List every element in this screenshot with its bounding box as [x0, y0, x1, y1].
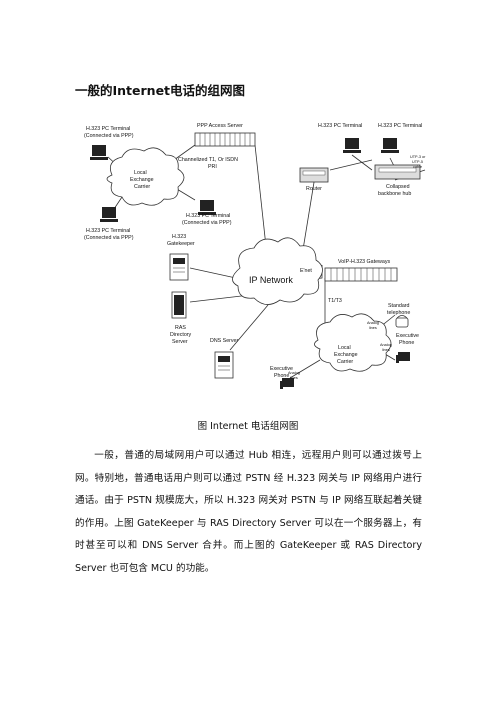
executive-phone-bottom: [280, 378, 294, 389]
label-standard-1: Standard: [388, 303, 410, 309]
link-line: [189, 294, 251, 303]
ras-server: [171, 291, 187, 319]
label-collapsed-1: Collapsed: [386, 184, 410, 190]
figure-caption: 图 Internet 电话组网图: [197, 421, 299, 432]
label-lec-top-1: Local: [134, 170, 147, 176]
dns-server: [214, 351, 234, 379]
pc-terminal-right-2: [381, 138, 399, 153]
lec-cloud-top: [106, 147, 185, 206]
label-router: Router: [306, 186, 322, 192]
pc-terminal-top-left: [90, 145, 108, 160]
label-ppp-server: PPP Access Server: [197, 123, 243, 129]
executive-phone-right: [396, 352, 410, 363]
page-title: 一般的Internet电话的组网图: [75, 83, 246, 98]
label-ras-3: Server: [172, 339, 188, 345]
label-voip: VoIP-H.323 Gateways: [338, 259, 390, 265]
lec-cloud-bottom: [314, 313, 392, 372]
label-h323-bl-2: (Connected via PPP): [84, 235, 134, 241]
label-analog-3b: lines: [290, 376, 298, 380]
link-line: [329, 159, 373, 171]
label-h323-r1: H.323 PC Terminal: [318, 123, 362, 129]
network-diagram: H.323 PC Terminal (Connected via PPP) PP…: [84, 123, 426, 389]
label-ip-network: IP Network: [249, 275, 293, 285]
label-utp-2: UTP-5: [412, 160, 423, 164]
label-t1t3: T1/T3: [328, 298, 342, 304]
pc-terminal-bottom-left: [100, 207, 118, 222]
label-enet: E'net: [300, 268, 312, 274]
label-h323-c-1: H.323 PC Terminal: [186, 213, 230, 219]
label-channelized-1: Channelized T1, Or ISDN: [178, 157, 238, 163]
label-analog-2a: Analog: [380, 343, 392, 347]
label-standard-2: telephone: [387, 310, 410, 316]
pc-terminal-center: [198, 200, 216, 215]
label-h323-r2: H.323 PC Terminal: [378, 123, 422, 129]
label-analog-1b: lines: [369, 326, 377, 330]
label-lec-bottom-1: Local: [338, 345, 351, 351]
label-lec-top-2: Exchange: [130, 177, 154, 183]
label-ras-1: RAS: [175, 325, 186, 331]
label-ras-2: Directory: [170, 332, 192, 338]
label-h323-bl-1: H.323 PC Terminal: [86, 228, 130, 234]
label-lec-top-3: Carrier: [134, 184, 150, 190]
label-utp-3: cable: [413, 165, 422, 169]
label-exec-bottom-1: Executive: [270, 366, 293, 372]
label-lec-bottom-3: Carrier: [337, 359, 353, 365]
label-lec-bottom-2: Exchange: [334, 352, 358, 358]
voip-gateway: [324, 267, 398, 282]
pc-terminal-right-1: [343, 138, 361, 153]
router: [299, 167, 329, 183]
label-channelized-2: PRI: [208, 164, 217, 170]
label-analog-3a: Analog: [288, 371, 300, 375]
link-line: [289, 359, 321, 379]
label-exec-right-2: Phone: [399, 340, 414, 346]
standard-telephone: [395, 315, 409, 328]
label-h323-c-2: (Connected via PPP): [182, 220, 232, 226]
ip-network-cloud: [232, 237, 323, 305]
body-paragraph: 一般，普通的局域网用户可以通过 Hub 相连，远程用户则可以通过拨号上网。特别地…: [75, 450, 422, 574]
backbone-hub: [374, 164, 421, 180]
label-dns: DNS Server: [210, 338, 238, 344]
link-line: [229, 304, 269, 351]
gatekeeper-server: [169, 253, 189, 281]
label-collapsed-2: backbone hub: [378, 191, 411, 197]
label-exec-right-1: Executive: [396, 333, 419, 339]
label-gatekeeper-2: Gatekeeper: [167, 241, 195, 247]
ppp-access-server: [194, 132, 256, 147]
label-utp-1: UTP-3 or: [410, 155, 426, 159]
label-h323-tl-1: H.323 PC Terminal: [86, 126, 130, 132]
label-analog-1a: Analog: [367, 321, 379, 325]
label-analog-2b: lines: [382, 348, 390, 352]
label-h323-tl-2: (Connected via PPP): [84, 133, 134, 139]
label-exec-bottom-2: Phone: [274, 373, 289, 379]
label-gatekeeper-1: H.323: [172, 234, 186, 240]
link-line: [351, 154, 373, 171]
